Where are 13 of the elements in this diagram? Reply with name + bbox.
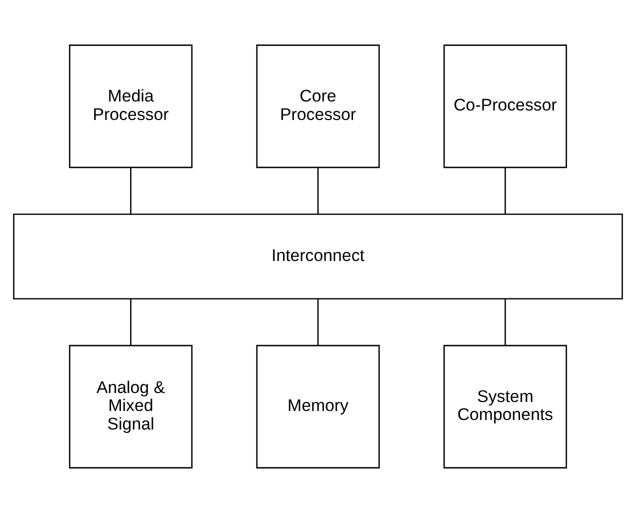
node-box: System Components: [443, 344, 567, 468]
node-box: Analog & Mixed Signal: [69, 344, 193, 468]
connector: [130, 167, 132, 214]
node-box: Media Processor: [69, 44, 193, 168]
node-box: Co-Processor: [443, 44, 567, 168]
node-box: Interconnect: [13, 213, 623, 299]
connector: [504, 298, 506, 345]
connector: [317, 298, 319, 345]
connector: [317, 167, 319, 214]
connector: [130, 298, 132, 345]
connector: [504, 167, 506, 214]
node-box: Core Processor: [256, 44, 380, 168]
node-box: Memory: [256, 344, 380, 468]
